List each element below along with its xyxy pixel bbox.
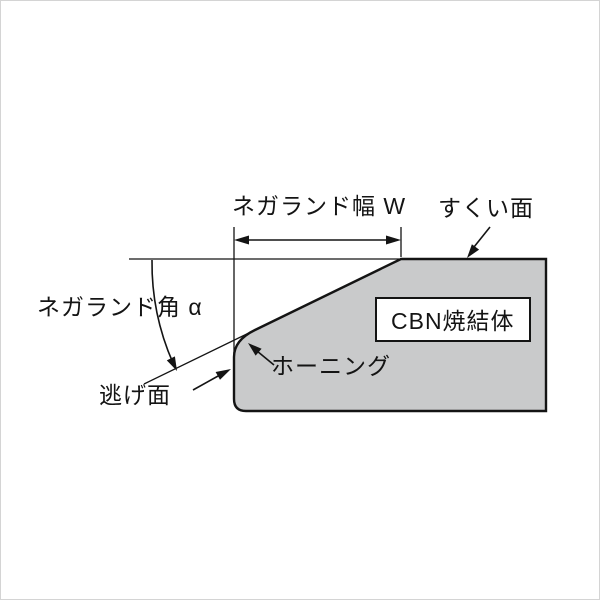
honing-arrow-line	[256, 350, 275, 366]
dimension-arrowhead-right-icon	[386, 235, 401, 245]
dimension-arrowhead-left-icon	[234, 235, 249, 245]
flank-face-label: 逃げ面	[99, 382, 171, 408]
angle-arc-arrowhead-icon	[166, 356, 177, 371]
land-angle-label: ネガランド角 α	[37, 294, 203, 320]
honing-arrowhead-icon	[248, 343, 262, 356]
flank-face-arrow-line	[192, 374, 220, 391]
honing-label: ホーニング	[271, 353, 391, 379]
rake-face-label: すくい面	[438, 195, 534, 221]
cbn-body-label-box: CBN焼結体	[375, 297, 531, 342]
rake-face-arrowhead-icon	[467, 244, 480, 258]
land-width-label: ネガランド幅 W	[231, 193, 407, 219]
angle-arc-arrow	[151, 259, 174, 364]
rake-face-arrow-line	[473, 226, 491, 248]
cbn-body-label: CBN焼結体	[391, 308, 515, 334]
flank-face-arrowhead-icon	[215, 369, 231, 380]
